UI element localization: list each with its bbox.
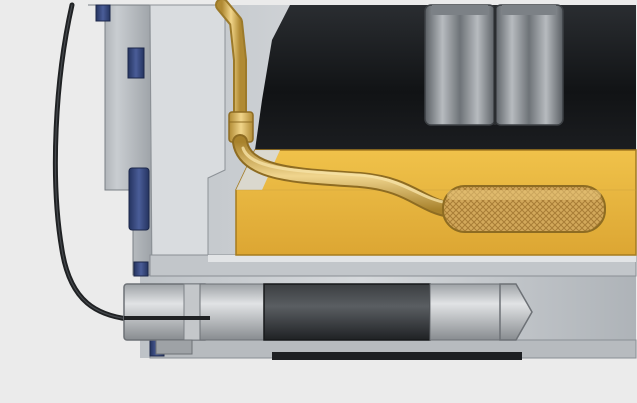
bearing-icon	[424, 4, 564, 126]
cable-icon	[52, 2, 143, 323]
capillary-tube-icon	[215, 0, 458, 218]
probe-icon	[123, 283, 533, 355]
sensor-capsule-icon	[442, 185, 606, 233]
